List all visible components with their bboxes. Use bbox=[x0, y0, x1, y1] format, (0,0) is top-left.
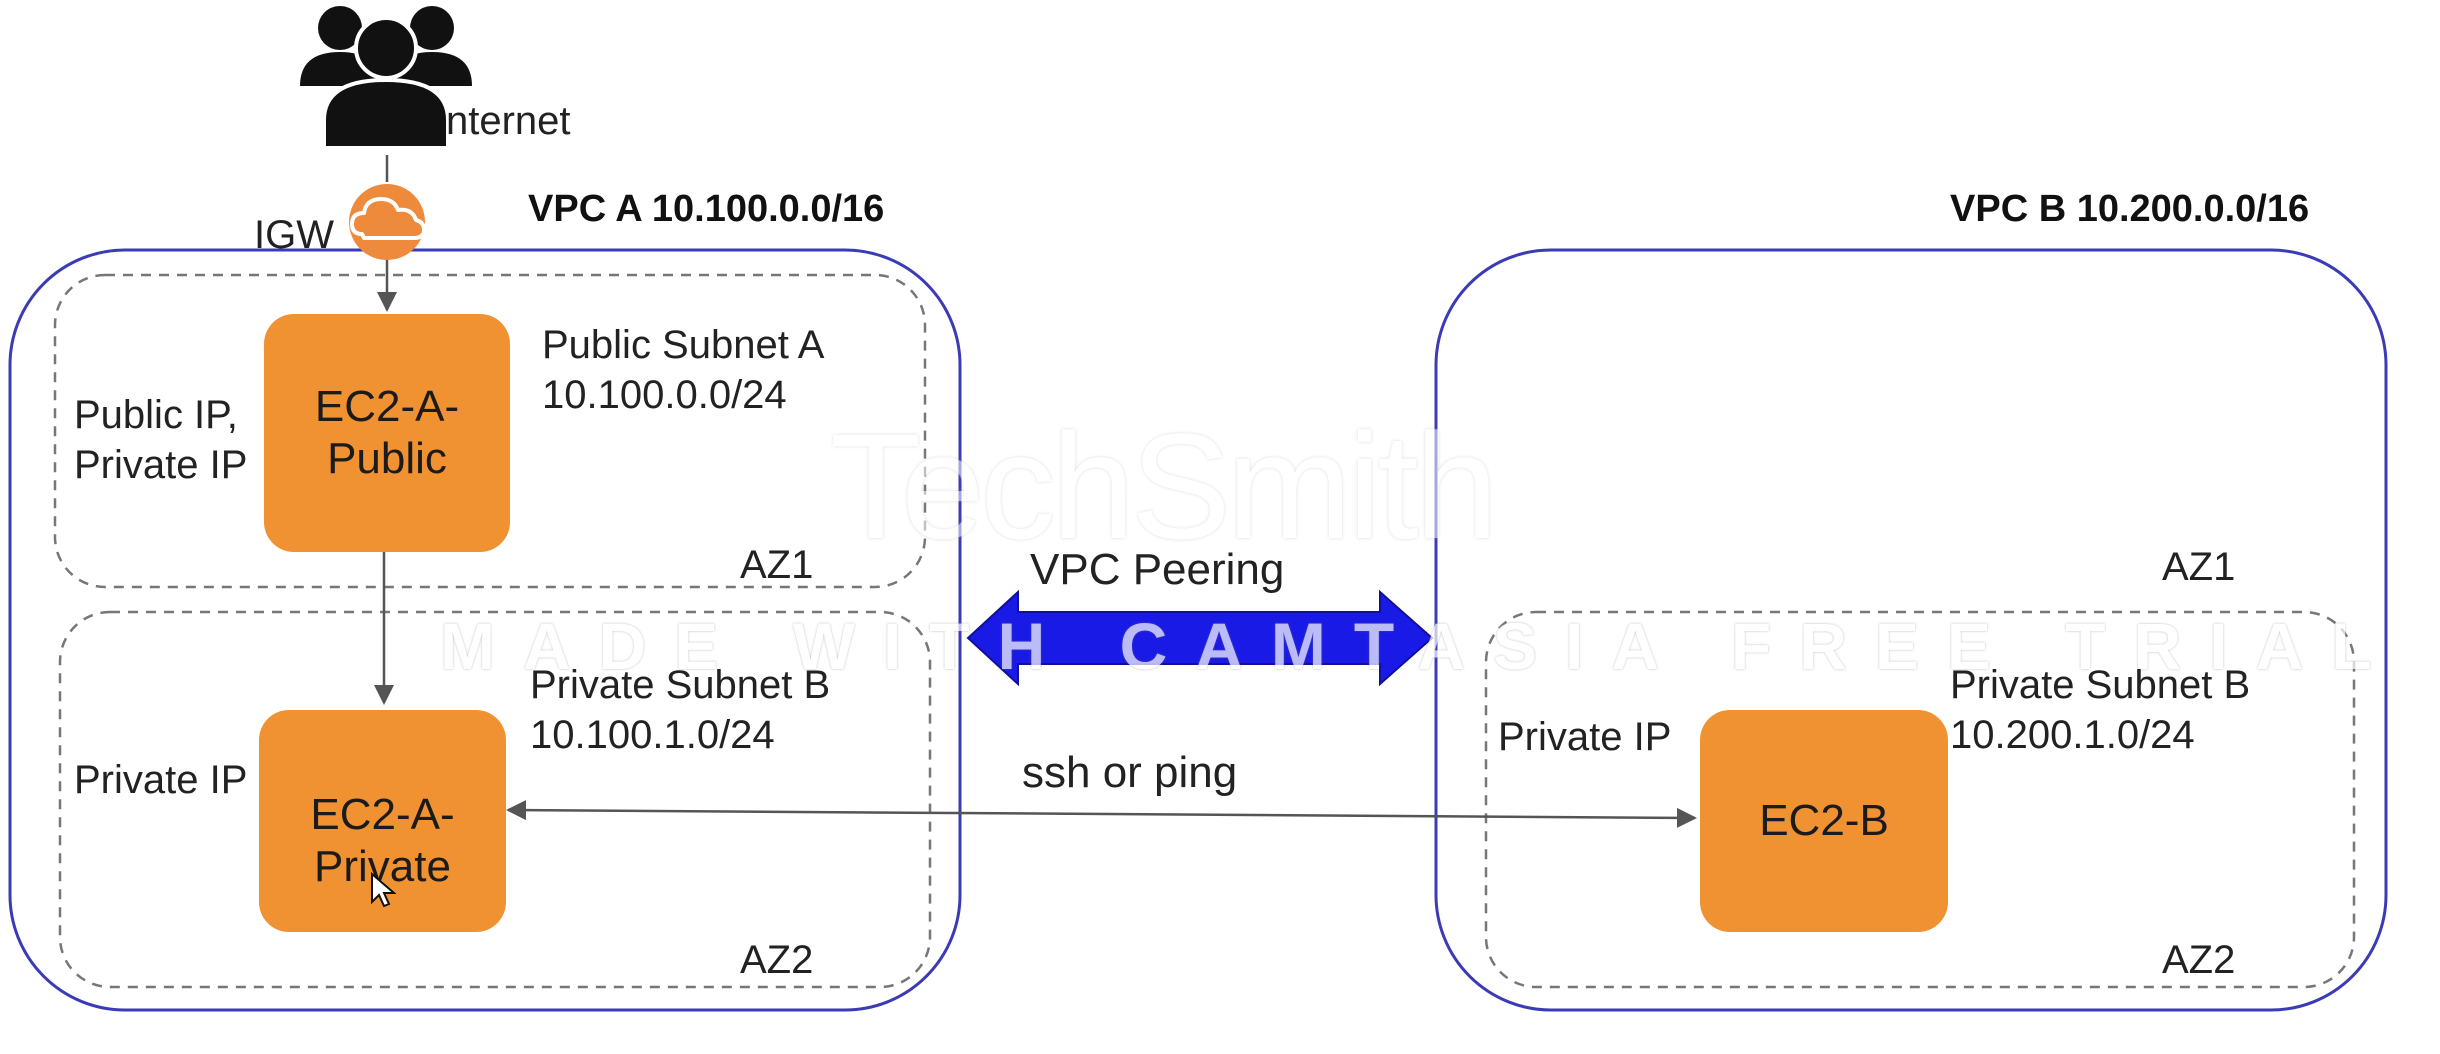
subnet-a-private-label: Private Subnet B 10.100.1.0/24 bbox=[530, 660, 830, 760]
ssh-ping-arrow bbox=[506, 800, 1697, 828]
ec2-a-public-label-line2: Public bbox=[327, 434, 447, 483]
ssh-ping-label: ssh or ping bbox=[1022, 748, 1238, 797]
subnet-b-private-label: Private Subnet B 10.200.1.0/24 bbox=[1950, 660, 2250, 760]
ec2-a-private-label-line1: EC2-A- bbox=[310, 790, 455, 840]
ec2-b-ip-label: Private IP bbox=[1498, 715, 1672, 759]
techsmith-watermark-logo: TechSmith bbox=[830, 400, 1498, 573]
watermark-logo-text: TechSmith bbox=[830, 402, 1498, 570]
subnet-a-private-cidr: 10.100.1.0/24 bbox=[530, 713, 775, 757]
subnet-a-private-name: Private Subnet B bbox=[530, 663, 831, 707]
subnet-a-public-name: Public Subnet A bbox=[542, 323, 825, 367]
ec2-a-public-ip-line1: Public IP, bbox=[74, 393, 238, 437]
subnet-a-private-boundary bbox=[58, 610, 932, 989]
camtasia-trial-watermark: MADE WITH CAMTASIA FREE TRIAL bbox=[440, 608, 2400, 684]
ec2-b-label: EC2-B bbox=[1759, 796, 1889, 846]
subnet-b-private-name: Private Subnet B bbox=[1950, 663, 2251, 707]
igw-label: IGW bbox=[254, 213, 334, 257]
subnet-b-private-cidr: 10.200.1.0/24 bbox=[1950, 713, 2195, 757]
subnet-a-public-az: AZ1 bbox=[740, 543, 814, 587]
subnet-a-public-boundary bbox=[53, 273, 927, 589]
internet-label: nternet bbox=[446, 99, 571, 143]
subnet-b-private-az: AZ2 bbox=[2162, 938, 2236, 982]
vpc-peering-label: VPC Peering bbox=[1030, 545, 1285, 594]
subnet-a-private-az: AZ2 bbox=[740, 938, 814, 982]
vpc-peering-arrow bbox=[966, 589, 1434, 687]
vpc-b-az1-label: AZ1 bbox=[2162, 545, 2236, 589]
ec2-a-public-ip-label: Public IP, Private IP bbox=[74, 390, 247, 490]
ec2-a-public-instance[interactable]: EC2-A- Public bbox=[264, 314, 510, 552]
vpc-b-boundary bbox=[1434, 248, 2388, 1012]
vpc-a-boundary bbox=[8, 248, 962, 1012]
vpc-b-title: VPC B 10.200.0.0/16 bbox=[1950, 188, 2310, 230]
mouse-cursor-icon bbox=[371, 872, 396, 908]
vpc-a-title: VPC A 10.100.0.0/16 bbox=[528, 188, 885, 230]
subnet-a-public-label: Public Subnet A 10.100.0.0/24 bbox=[542, 320, 824, 420]
subnet-a-public-cidr: 10.100.0.0/24 bbox=[542, 373, 787, 417]
ec2-a-public-label-line1: EC2-A- bbox=[314, 382, 460, 432]
ec2-a-public-ip-line2: Private IP bbox=[74, 443, 248, 487]
ec2-a-private-ip-label: Private IP bbox=[74, 758, 248, 802]
watermark-trial-text: MADE WITH CAMTASIA FREE TRIAL bbox=[440, 609, 2400, 683]
subnet-b-private-boundary bbox=[1484, 610, 2356, 989]
users-group-icon bbox=[300, 6, 472, 150]
cloud-icon bbox=[349, 184, 426, 260]
ec2-b-instance[interactable]: EC2-B bbox=[1700, 710, 1948, 932]
